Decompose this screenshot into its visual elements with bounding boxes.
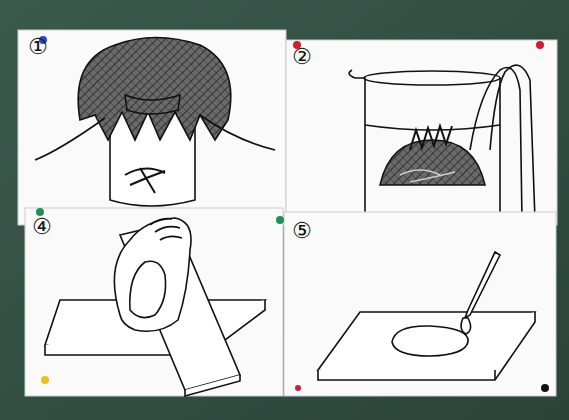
step-number: ④ (32, 216, 52, 238)
dropper-drawing (318, 252, 535, 380)
pins (36, 36, 549, 392)
card (25, 208, 283, 396)
card (284, 212, 556, 396)
card (286, 40, 557, 225)
step-number: ② (292, 46, 312, 68)
step-number: ① (28, 36, 48, 58)
card (18, 30, 286, 225)
beaker-drawing (349, 65, 535, 220)
step-number: ⑤ (292, 220, 312, 242)
jar-drawing (35, 38, 275, 207)
slide-press-drawing (45, 218, 265, 396)
